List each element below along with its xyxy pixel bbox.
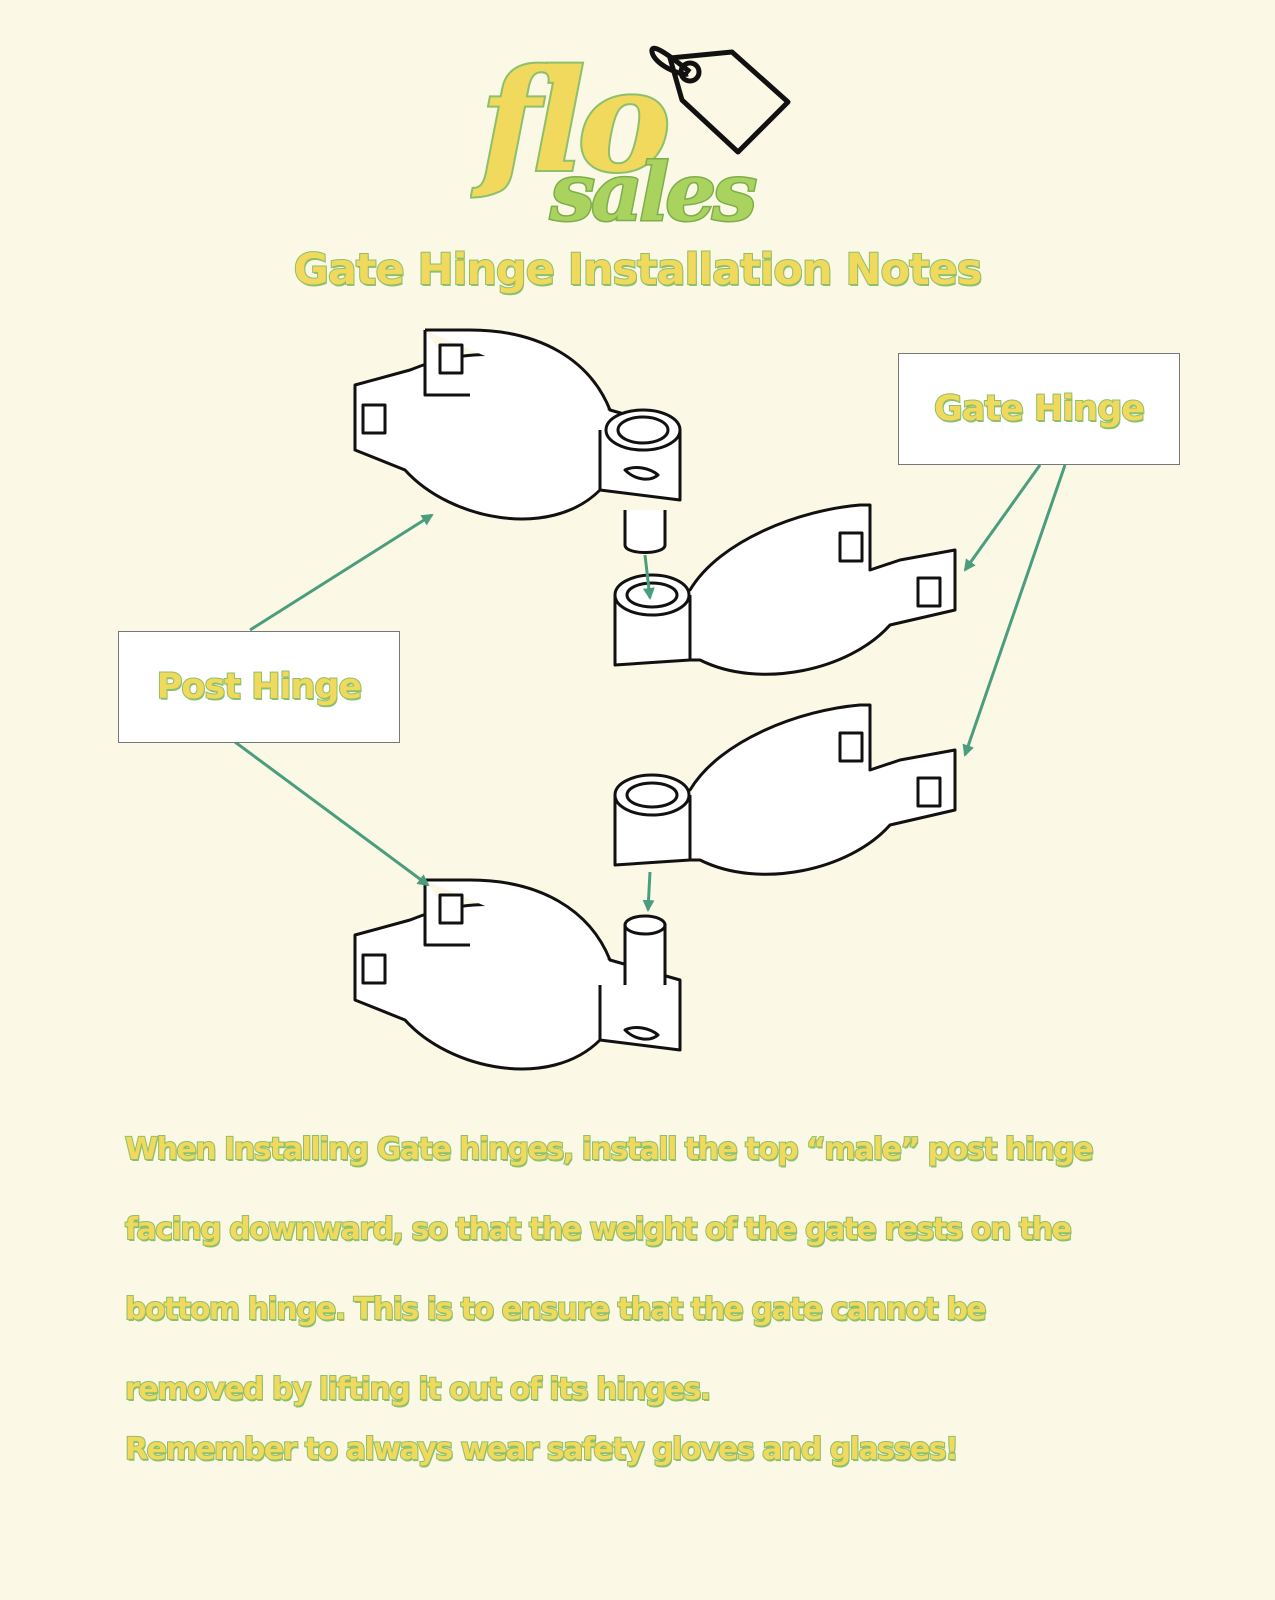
page-title: Gate Hinge Installation Notes [293,244,984,296]
note-line: facing downward, so that the weight of t… [124,1211,1073,1248]
price-tag-icon [649,45,791,155]
gate-hinge-label: Gate Hinge [898,353,1180,465]
hinge-diagram [234,328,1067,1071]
note-line: When Installing Gate hinges, install the… [124,1131,1095,1168]
logo-sales: sales [549,145,756,239]
bottom-post-hinge [353,878,682,1071]
insertion-arrows [642,554,655,912]
note-line: removed by lifting it out of its hinges. [124,1371,712,1408]
installation-notes: When Installing Gate hinges, install the… [124,1130,1165,1490]
lower-gate-hinge [613,703,957,876]
middle-gate-hinge [613,503,957,676]
callout-arrows [234,464,1067,887]
note-line: bottom hinge. This is to ensure that the… [124,1291,988,1328]
post-hinge-label: Post Hinge [118,631,400,743]
flo-sales-logo: flo sales [470,38,791,240]
safety-reminder: Remember to always wear safety gloves an… [124,1431,960,1468]
logo-flo: flo [471,40,666,204]
top-post-hinge [353,328,682,554]
